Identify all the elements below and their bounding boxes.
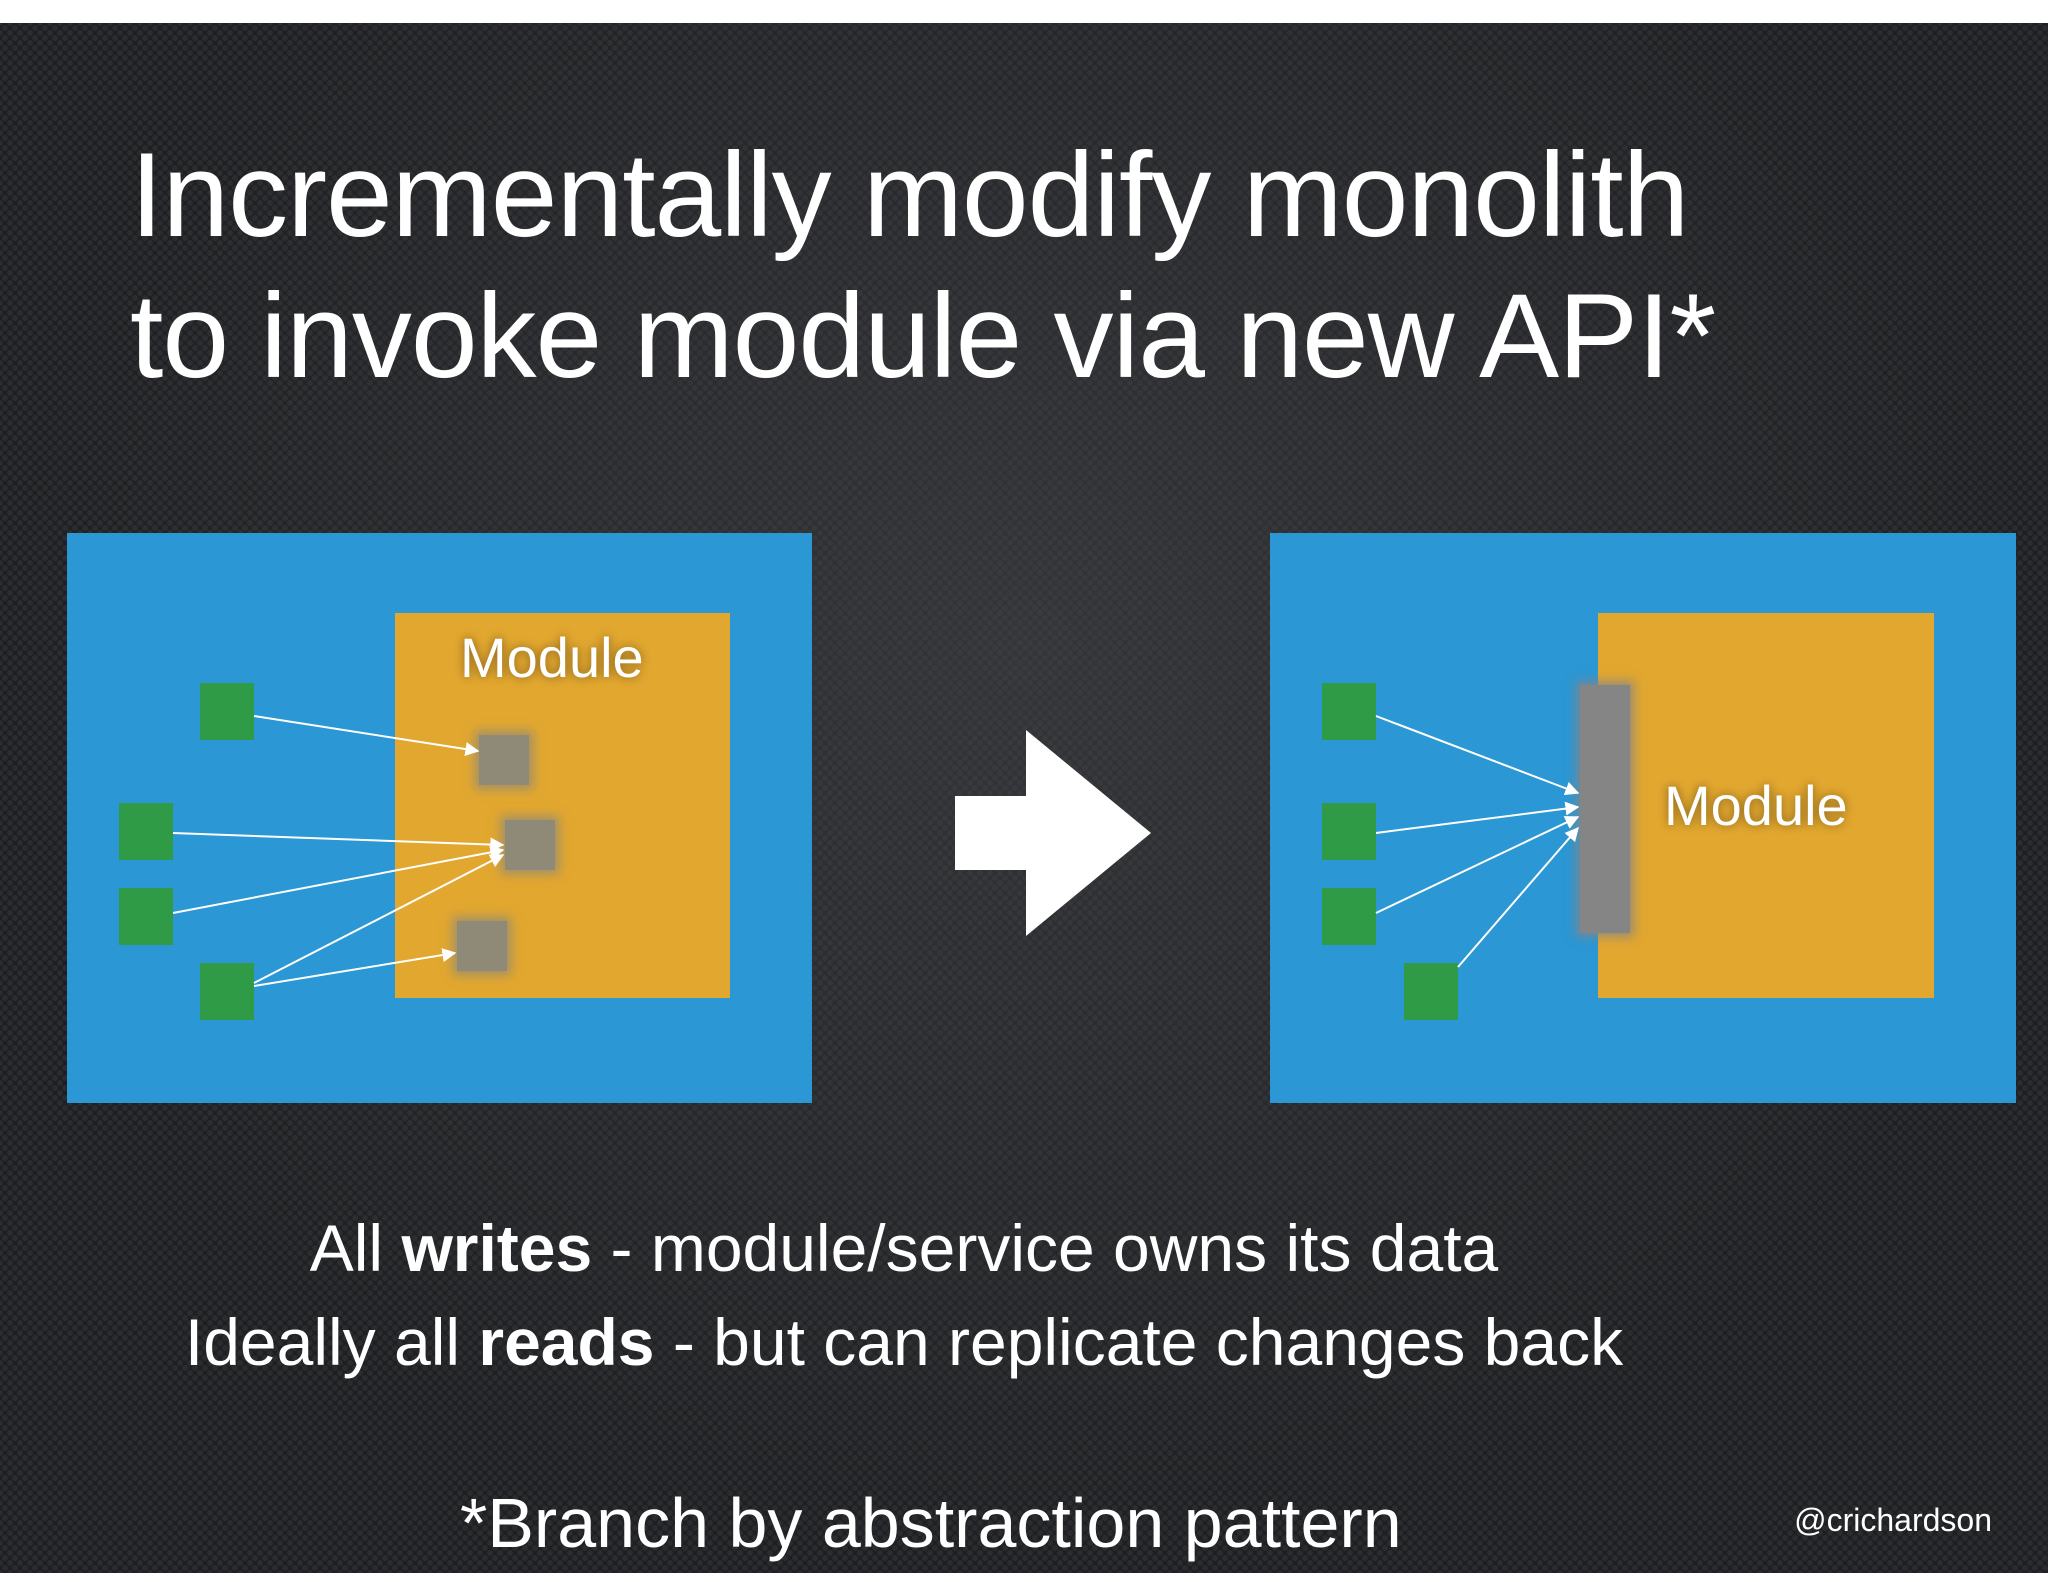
- call-arrow: [1375, 715, 1580, 796]
- module-entry-point: [457, 921, 507, 971]
- call-arrow: [1375, 816, 1580, 914]
- module-entry-point: [505, 820, 555, 870]
- client-component: [1404, 963, 1458, 1020]
- body-line-2: Ideally all reads - but can replicate ch…: [184, 1305, 1624, 1379]
- call-arrow: [1375, 801, 1580, 834]
- client-component: [119, 888, 173, 945]
- call-arrow: [1457, 826, 1579, 968]
- client-component: [1322, 803, 1376, 860]
- call-arrow: [253, 948, 457, 987]
- client-component: [1322, 683, 1376, 740]
- slide-title-line-2: to invoke module via new API*: [130, 269, 1716, 403]
- right-arrow-icon: [955, 730, 1151, 936]
- author-handle: @crichardson: [1794, 1502, 1992, 1538]
- client-component: [1322, 888, 1376, 945]
- call-arrow: [253, 854, 505, 984]
- slide: Incrementally modify monolith to invoke …: [0, 23, 2048, 1573]
- new-api-facade: [1580, 685, 1630, 933]
- module-before: [395, 613, 730, 998]
- module-label-after: Module: [1664, 774, 1848, 837]
- module-entry-point: [479, 735, 529, 785]
- footnote: *Branch by abstraction pattern: [460, 1484, 1402, 1562]
- client-component: [200, 683, 254, 740]
- diagram-connectors: [172, 715, 1580, 987]
- call-arrow: [253, 715, 480, 756]
- client-component: [119, 803, 173, 860]
- client-component: [200, 963, 254, 1020]
- body-line-1: All writes - module/service owns its dat…: [309, 1211, 1499, 1285]
- call-arrow: [172, 845, 505, 914]
- module-after: [1598, 613, 1934, 998]
- module-label-before: Module: [460, 626, 644, 689]
- slide-title-line-1: Incrementally modify monolith: [130, 128, 1689, 262]
- call-arrow: [172, 832, 505, 852]
